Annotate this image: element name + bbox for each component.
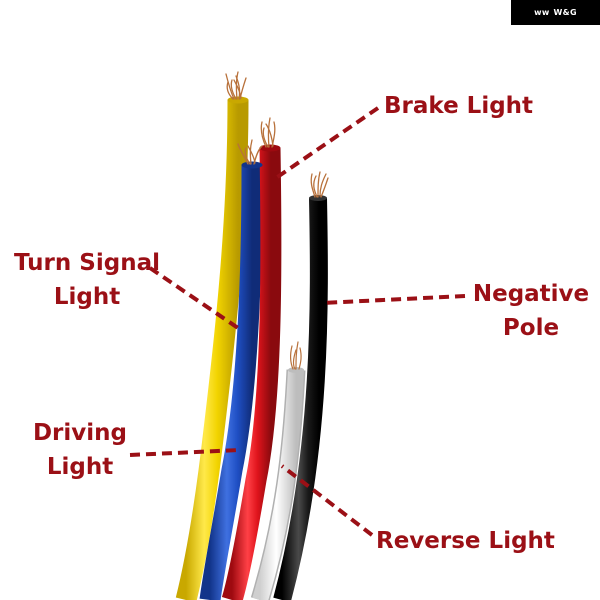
leader-negative-pole — [321, 294, 466, 305]
leader-driving-light — [129, 448, 241, 457]
red-wire — [221, 147, 282, 600]
blue-wire — [199, 164, 263, 600]
brand-badge: ᴡᴡ W&G — [511, 0, 600, 25]
label-turn-signal-line1: Turn Signal — [14, 250, 160, 276]
label-driving-light-line2: Light — [46, 454, 114, 480]
label-negative-pole-line2: Pole — [502, 315, 560, 341]
label-driving-light: Driving Light — [20, 416, 140, 484]
copper-strands-blue — [237, 139, 263, 165]
leader-turn-signal-light — [148, 266, 240, 330]
label-reverse-light: Reverse Light — [376, 524, 555, 558]
leader-brake-light — [274, 106, 380, 180]
label-turn-signal-light: Turn Signal Light — [10, 246, 164, 314]
copper-strands-red — [260, 117, 276, 148]
label-driving-light-line1: Driving — [32, 420, 128, 446]
white-wire-body — [252, 369, 304, 600]
brand-name: W&G — [553, 8, 577, 17]
copper-strands-yellow — [225, 71, 247, 100]
label-reverse-light-text: Reverse Light — [376, 528, 555, 554]
yellow-wire — [175, 99, 249, 600]
copper-strands-black — [310, 171, 329, 198]
label-brake-light-text: Brake Light — [384, 93, 534, 119]
black-wire — [273, 197, 328, 600]
label-negative-pole: Negative Pole — [468, 277, 594, 345]
leader-reverse-light — [280, 464, 374, 537]
label-negative-pole-line1: Negative — [472, 281, 590, 307]
label-turn-signal-line2: Light — [53, 284, 121, 310]
copper-strands-white — [290, 341, 302, 370]
brand-logo-icon: ᴡᴡ — [534, 8, 550, 17]
label-brake-light: Brake Light — [384, 89, 533, 123]
